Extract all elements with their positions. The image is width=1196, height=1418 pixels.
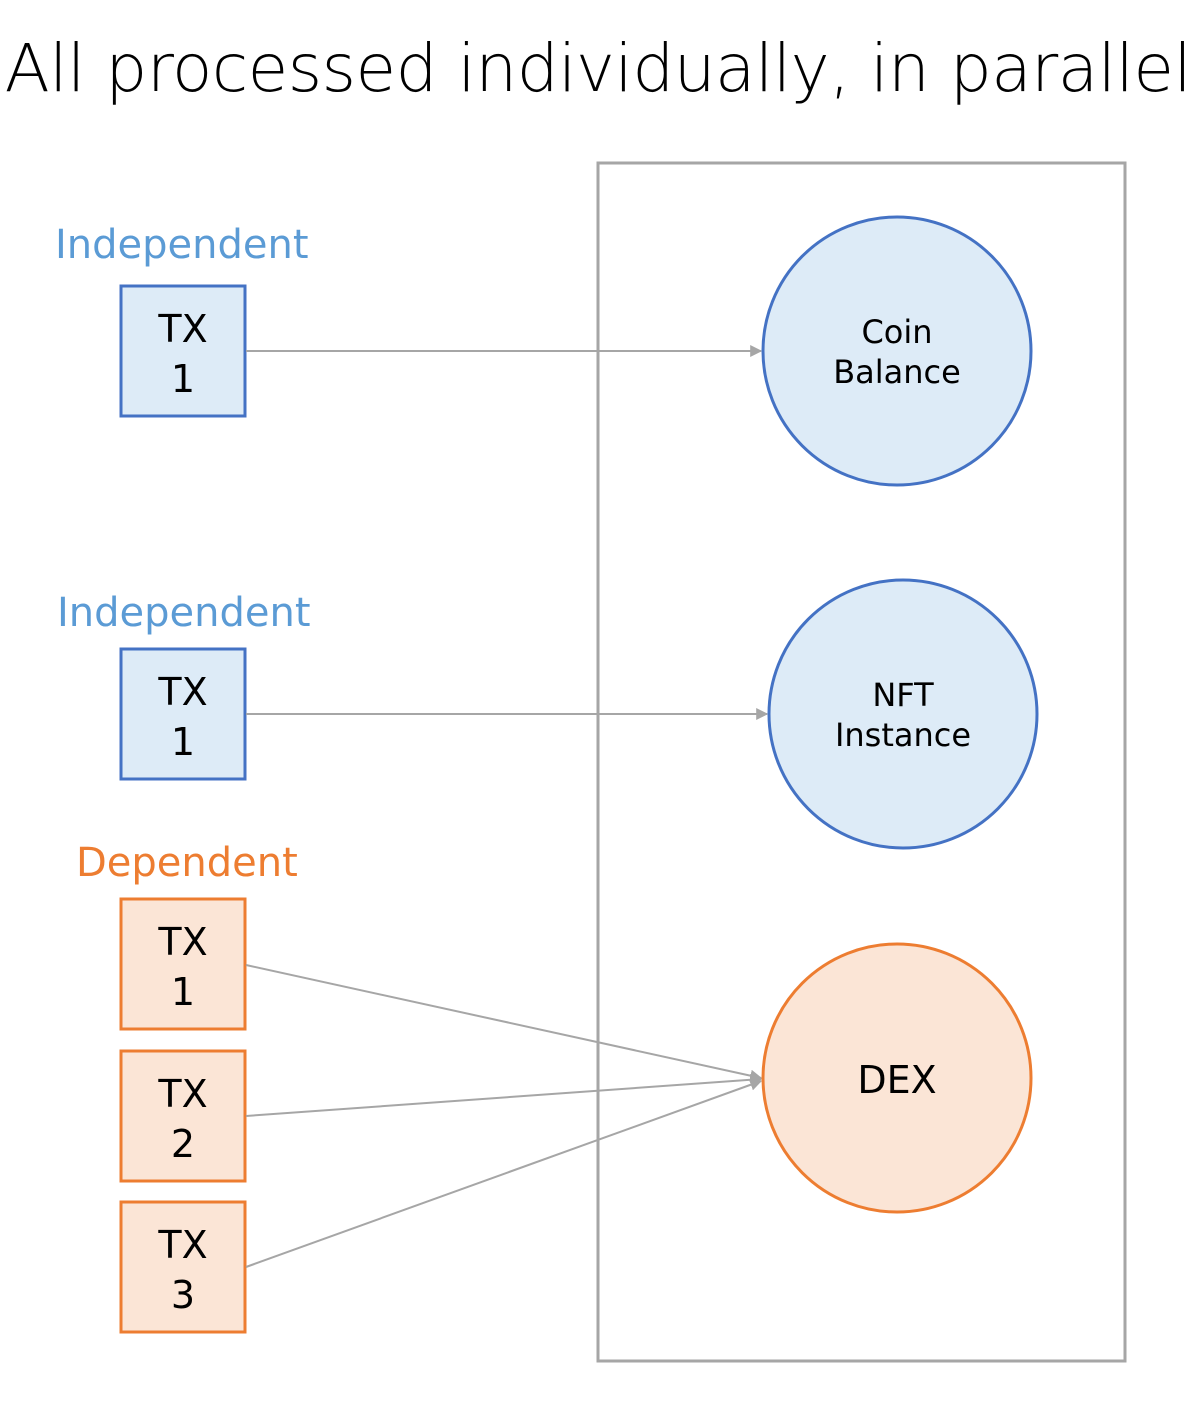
tx-box-label: TX bbox=[157, 1223, 207, 1267]
tx-box-label: TX bbox=[157, 920, 207, 964]
tx-box-number: 1 bbox=[171, 720, 195, 764]
node-coin-balance: Coin Balance bbox=[761, 215, 1033, 487]
tx-box-dependent-3: TX 3 bbox=[119, 1200, 247, 1334]
node-label-line1: Coin bbox=[861, 313, 932, 351]
tx-box-label: TX bbox=[157, 670, 207, 714]
group-label-independent-2: Independent bbox=[57, 590, 311, 636]
diagram-title: All processed individually, in parallel bbox=[4, 30, 1192, 107]
tx-box-dependent-1: TX 1 bbox=[119, 897, 247, 1031]
node-label-line1: NFT bbox=[872, 676, 934, 714]
tx-box-dependent-2: TX 2 bbox=[119, 1049, 247, 1183]
node-label-line2: Balance bbox=[833, 353, 961, 391]
node-nft-instance: NFT Instance bbox=[767, 578, 1039, 850]
state-container bbox=[596, 161, 1127, 1363]
node-dex: DEX bbox=[761, 942, 1033, 1214]
tx-box-label: TX bbox=[157, 1072, 207, 1116]
node-label-line2: Instance bbox=[835, 716, 971, 754]
tx-box-number: 2 bbox=[171, 1122, 195, 1166]
tx-box-number: 3 bbox=[171, 1273, 195, 1317]
group-label-independent-1: Independent bbox=[55, 222, 309, 268]
tx-box-independent-2: TX 1 bbox=[119, 647, 247, 781]
tx-box-label: TX bbox=[157, 307, 207, 351]
arrow-tx1-to-dex bbox=[245, 964, 763, 1082]
arrow-tx3-to-dex bbox=[245, 1079, 763, 1268]
arrow-tx2-to-dex bbox=[245, 1073, 763, 1117]
tx-box-number: 1 bbox=[171, 970, 195, 1014]
tx-box-independent-1: TX 1 bbox=[119, 284, 247, 418]
node-label: DEX bbox=[857, 1058, 936, 1102]
tx-box-number: 1 bbox=[171, 357, 195, 401]
group-label-dependent: Dependent bbox=[76, 840, 298, 886]
